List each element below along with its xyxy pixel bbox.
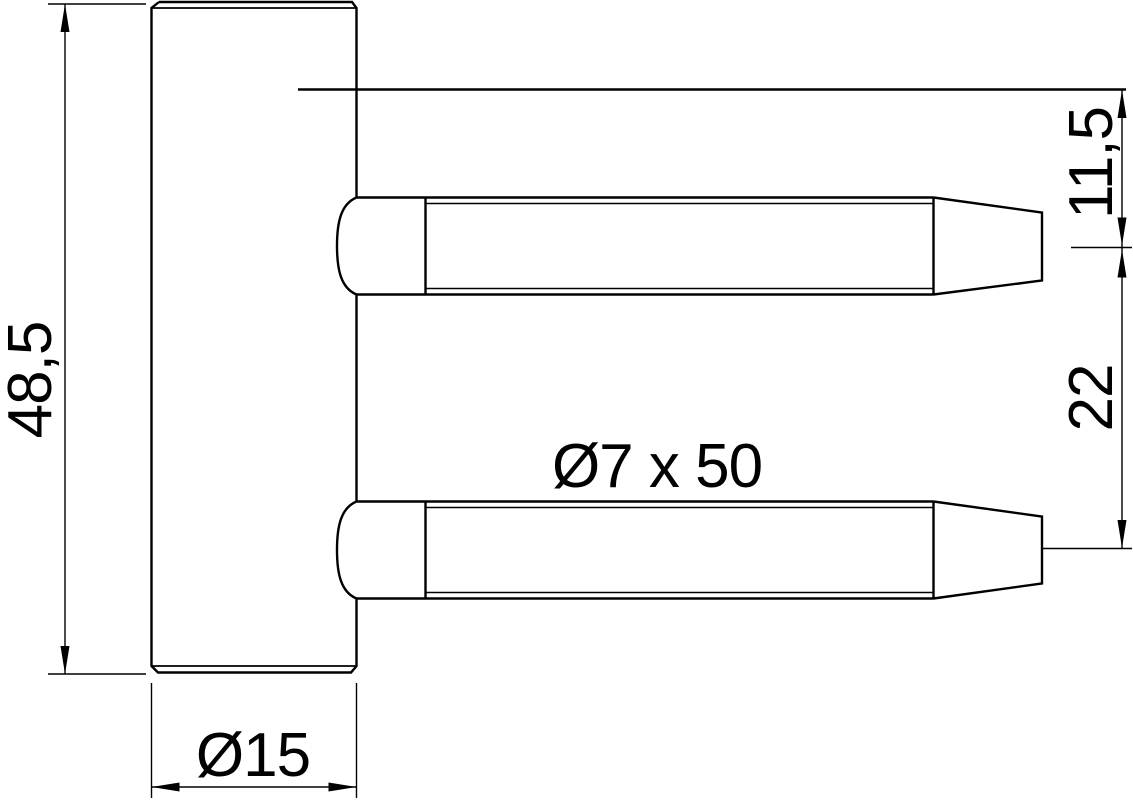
bottom-pin-outline <box>335 500 1044 600</box>
barrel-diameter-label: Ø15 <box>196 721 310 790</box>
hinge-barrel <box>150 0 358 674</box>
dimension-barrel-height: 48,5 <box>0 3 146 675</box>
diameter-arrow-left <box>151 782 180 792</box>
pin-spec-label: Ø7 x 50 <box>552 432 762 501</box>
height-arrow-up <box>60 4 70 32</box>
diameter-arrow-right <box>328 782 357 792</box>
top-mounting-pin <box>335 196 1044 296</box>
height-arrow-down <box>60 646 70 674</box>
pin-top-offset-label: 11,5 <box>1057 107 1126 219</box>
top-pin-inner-lines <box>425 202 934 290</box>
offset-arrow-down <box>1117 217 1127 246</box>
bottom-pin-inner-lines <box>425 506 934 594</box>
offset-arrow-up <box>1117 90 1127 118</box>
barrel-outline <box>150 0 358 674</box>
dimension-barrel-diameter: Ø15 <box>150 683 358 798</box>
top-pin-outline <box>335 196 1044 296</box>
pin-spacing-label: 22 <box>1057 365 1126 432</box>
spacing-arrow-up <box>1117 249 1127 278</box>
bottom-mounting-pin <box>335 500 1044 600</box>
spacing-arrow-down <box>1117 520 1127 548</box>
dimension-pin-positions: 11,5 22 <box>1042 90 1132 550</box>
barrel-height-label: 48,5 <box>0 322 65 439</box>
